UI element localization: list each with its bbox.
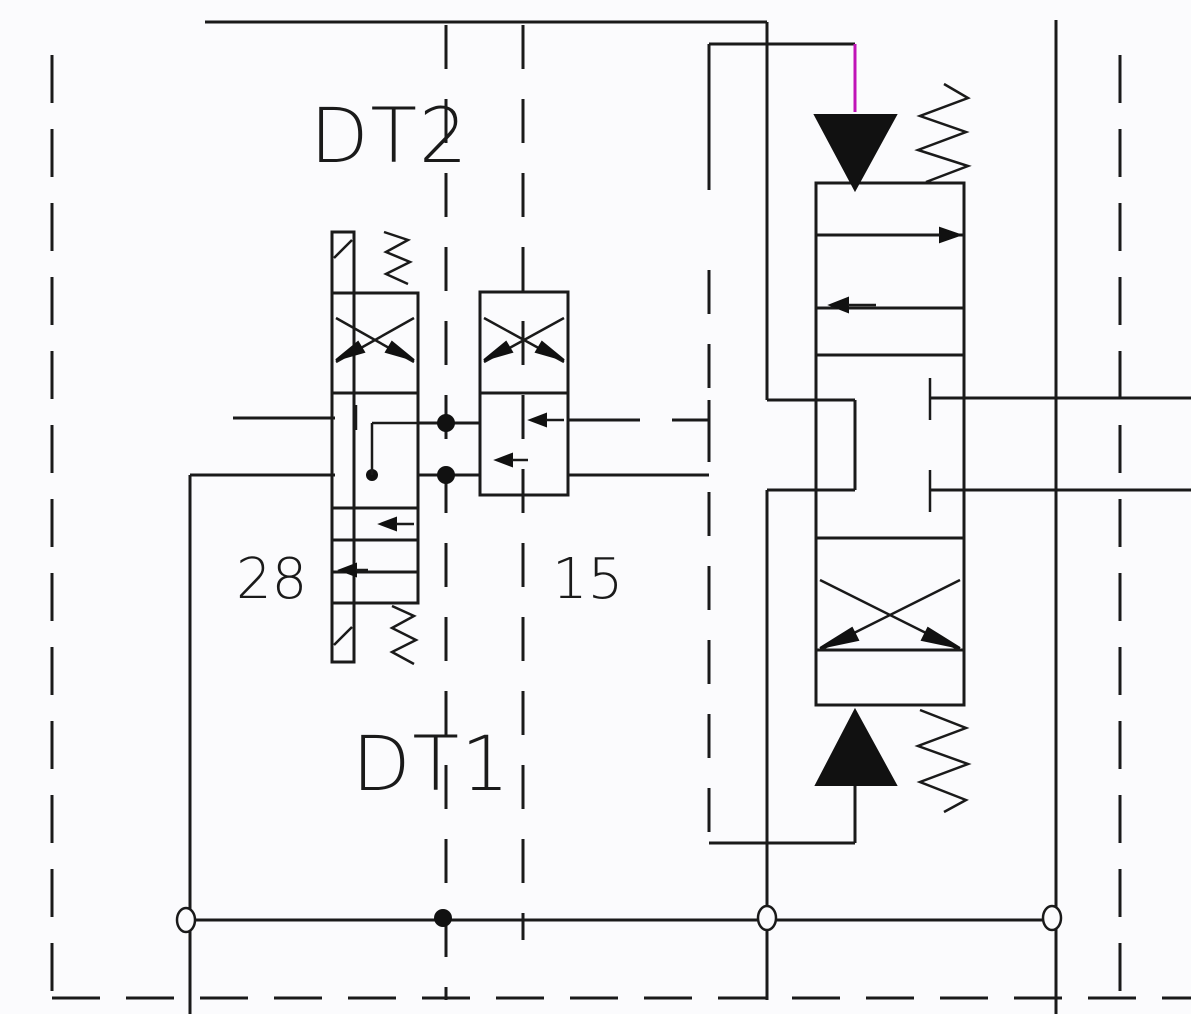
dashed-boundary [50,25,1191,1000]
label-dt1: DT1 [352,719,511,808]
label-dt2: DT2 [310,91,469,180]
pilot-triangle-bottom-icon [814,707,898,786]
junctions [175,414,1063,934]
label-valve-28: 28 [236,547,307,612]
left-directional-valve [330,230,420,666]
middle-directional-valve [478,290,570,497]
main-valve [813,82,972,814]
label-valve-15: 15 [552,547,623,612]
pilot-triangle-top-icon [813,114,898,193]
